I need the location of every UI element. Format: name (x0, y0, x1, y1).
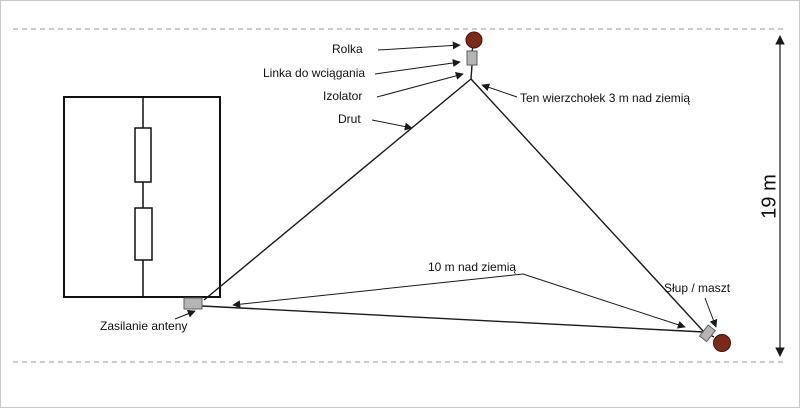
wire-right-leg (470, 78, 705, 333)
wire-left-leg (203, 78, 472, 301)
arrow-wierzcholek (481, 83, 518, 98)
label-wierzcholek: Ten wierzchołek 3 m nad ziemią (520, 91, 691, 105)
arrow-drut (371, 119, 413, 131)
arrow-rolka (377, 41, 461, 51)
arrow-izolator (376, 71, 464, 98)
apex-insulator-hardware (466, 50, 478, 66)
label-izolator: Izolator (323, 89, 363, 103)
label-10m-nad-ziemia: 10 m nad ziemią (428, 260, 517, 274)
wire-bottom-leg (201, 305, 705, 333)
label-linka-do-wciagania: Linka do wciągania (263, 66, 366, 80)
mast-hardware (698, 324, 716, 343)
label-19m: 19 m (758, 174, 781, 219)
apex-pulley (465, 31, 483, 49)
detail-insulator-top (134, 127, 152, 183)
feedpoint-connector (183, 297, 203, 310)
halyard-line (470, 64, 473, 80)
arrow-10m-left (232, 273, 524, 309)
detail-inset-box (63, 96, 221, 298)
arrow-zasilanie (174, 309, 196, 320)
arrow-slup-maszt (704, 297, 718, 328)
detail-insulator-bottom (134, 207, 153, 261)
label-rolka: Rolka (332, 42, 363, 56)
label-drut: Drut (338, 112, 361, 126)
mast-top-pulley (713, 334, 731, 352)
label-slup-maszt: Słup / maszt (664, 281, 731, 295)
arrow-linka-do-wciagania (374, 59, 461, 75)
label-zasilanie-anteny: Zasilanie anteny (100, 319, 188, 333)
arrow-10m-right (522, 273, 686, 329)
